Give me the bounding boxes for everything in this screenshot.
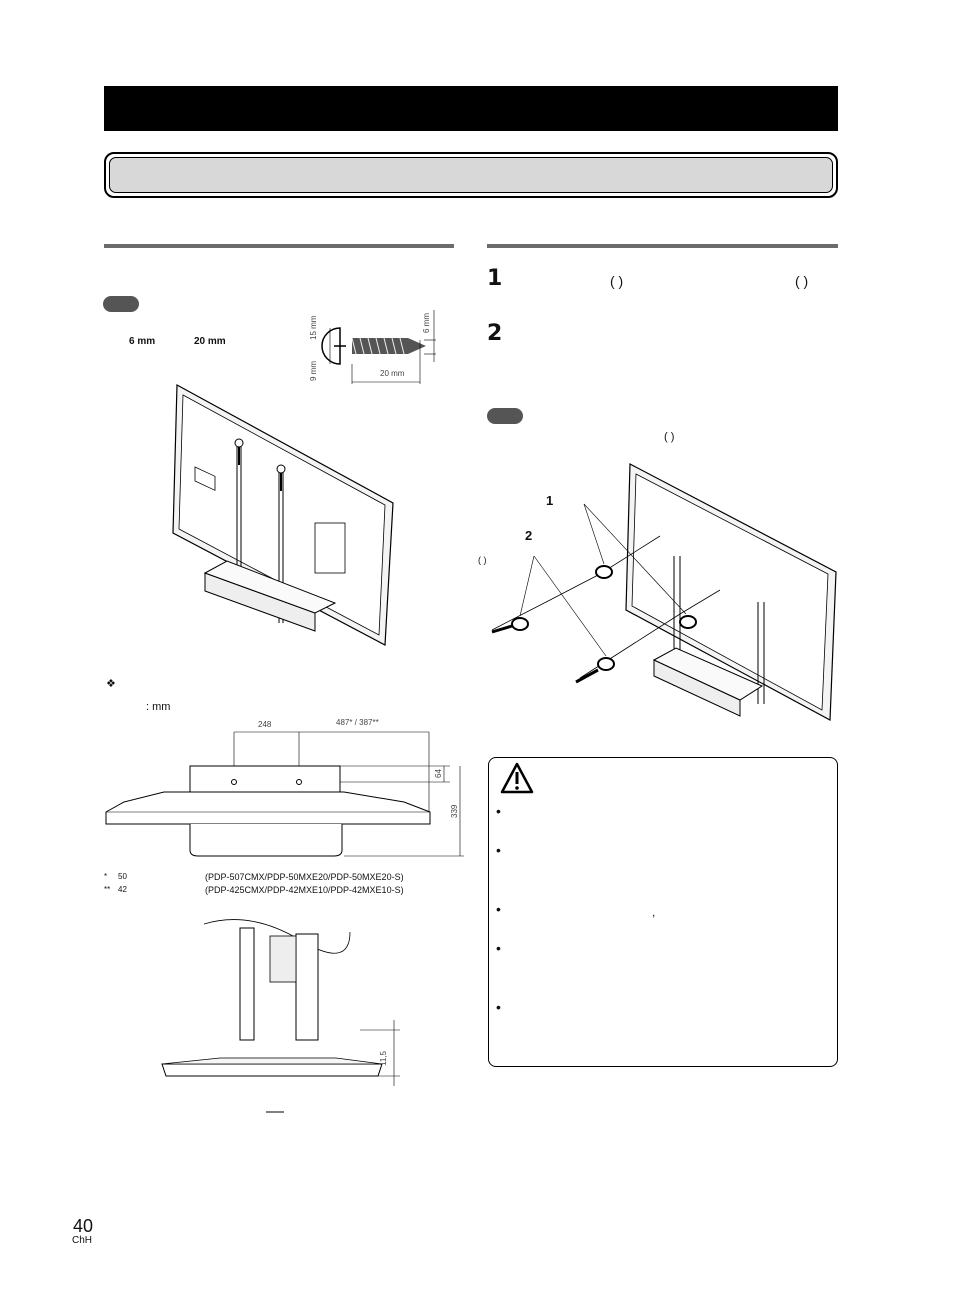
caution-box: [488, 757, 838, 1067]
note-paren: ( ): [664, 431, 675, 443]
right-section-rule: [487, 244, 838, 248]
chapter-header-bar: [104, 86, 838, 131]
unit-label: : mm: [146, 701, 171, 713]
stand-dimension-drawing: [105, 731, 464, 857]
screw-length-dim: 20 mm: [380, 369, 405, 378]
footnote-size-2: 42: [118, 885, 127, 894]
dim-label-c: 64: [434, 769, 443, 778]
step-number-2: 2: [487, 321, 503, 346]
diamond-bullet-icon: ❖: [106, 678, 116, 690]
page-number: 40: [73, 1216, 94, 1236]
dim-label-d: 339: [450, 804, 459, 818]
tv-rear-stand-illustration: [172, 384, 394, 646]
footnote-models-1: (PDP-507CMX/PDP-50MXE20/PDP-50MXE20-S): [205, 872, 404, 882]
footnote-size-1: 50: [118, 872, 127, 881]
caution-bullet-4: •: [496, 940, 501, 956]
screw-under-dim: 9 mm: [309, 361, 318, 381]
section-header-box: [104, 152, 838, 198]
note-badge-right: [487, 408, 523, 424]
left-section-rule: [104, 244, 454, 248]
screw-length-caption: 20 mm: [194, 336, 226, 347]
caution-triangle-icon: [500, 762, 534, 794]
screw-head-dim: 15 mm: [309, 315, 318, 340]
footnote-models-2: (PDP-425CMX/PDP-42MXE10/PDP-42MXE10-S): [205, 885, 404, 895]
footnote-mark-2: **: [104, 885, 111, 894]
footnote-mark-1: *: [104, 872, 108, 881]
caution-bullet-5: •: [496, 999, 501, 1015]
step1-paren-2: ( ): [795, 273, 809, 289]
dim-label-b: 487* / 387**: [336, 718, 379, 727]
screw-diagram: [321, 310, 436, 384]
caution-bullet-1: •: [496, 803, 501, 819]
callout-1: 1: [546, 493, 554, 508]
screw-shaft-dim: 6 mm: [422, 313, 431, 333]
note-badge: [103, 296, 139, 312]
caution-comma: ,: [652, 905, 656, 919]
caution-bullet-3: •: [496, 901, 501, 917]
caution-bullet-2: •: [496, 842, 501, 858]
side-dim-label: 11,5: [379, 1051, 388, 1066]
callout-paren: ( ): [478, 555, 487, 565]
screw-diameter-caption: 6 mm: [129, 336, 156, 347]
dim-label-a: 248: [258, 720, 272, 729]
step1-paren-1: ( ): [610, 273, 624, 289]
language-code: ChH: [72, 1235, 93, 1246]
callout-2: 2: [525, 528, 533, 543]
tv-wall-anchor-illustration: [491, 463, 837, 721]
stand-side-view-drawing: [161, 919, 400, 1113]
step-number-1: 1: [487, 266, 503, 291]
